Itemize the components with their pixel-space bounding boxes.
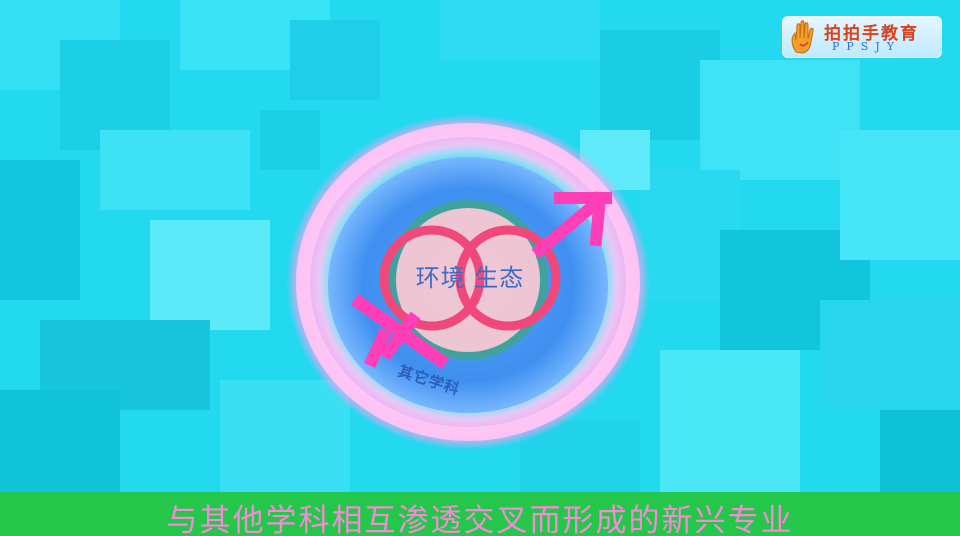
logo-title: 拍拍手教育 xyxy=(824,24,919,44)
subtitle-caption: 与其他学科相互渗透交叉而形成的新兴专业 xyxy=(166,503,794,536)
logo-subtitle: PPSJY xyxy=(832,40,902,53)
female-cross xyxy=(350,293,450,370)
male-symbol-circle xyxy=(455,225,561,331)
female-symbol-circle xyxy=(379,225,485,331)
subtitle-bar xyxy=(0,492,960,536)
mosaic-background xyxy=(0,0,960,492)
center-label: 环境 生态 xyxy=(415,264,525,292)
brand-logo: 拍拍手教育 PPSJY xyxy=(782,16,942,58)
center-disc xyxy=(388,200,548,360)
hand-icon xyxy=(791,20,814,54)
male-arrow xyxy=(531,191,612,259)
diagram xyxy=(286,114,650,450)
outer-ring xyxy=(296,123,640,441)
